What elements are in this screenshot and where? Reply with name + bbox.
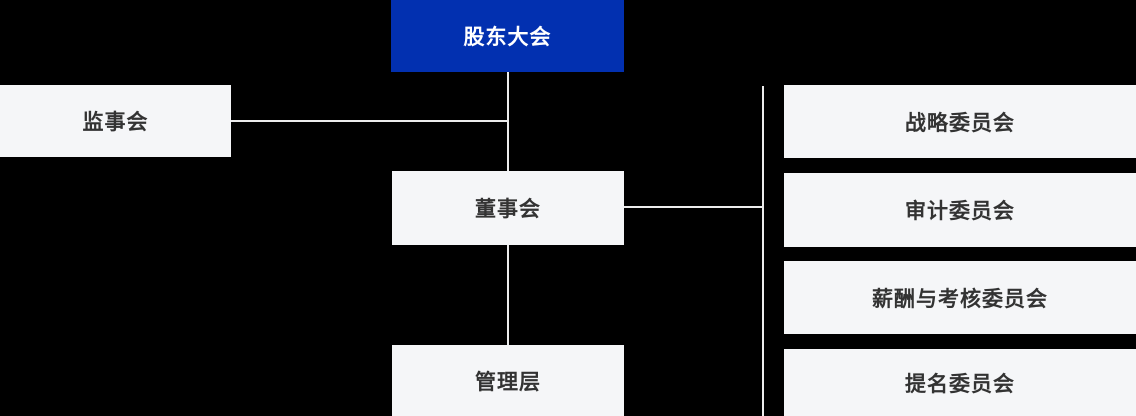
connector-committee-spine	[762, 86, 764, 416]
node-label: 董事会	[475, 198, 541, 221]
node-label: 战略委员会	[905, 111, 1015, 135]
node-label: 审计委员会	[905, 200, 1015, 223]
node-management: 管理层	[392, 345, 624, 416]
node-nomination-committee: 提名委员会	[784, 349, 1136, 416]
node-label: 薪酬与考核委员会	[872, 287, 1048, 311]
node-audit-committee: 审计委员会	[784, 173, 1136, 247]
connector-root-to-board	[507, 72, 509, 171]
node-remuneration-assessment-committee: 薪酬与考核委员会	[784, 261, 1136, 334]
connector-supervisory-to-spine	[231, 120, 508, 122]
node-board-of-directors: 董事会	[392, 171, 624, 245]
node-label: 管理层	[475, 370, 541, 394]
connector-board-to-committees	[624, 206, 763, 208]
node-label: 监事会	[82, 111, 149, 134]
node-label: 提名委员会	[905, 372, 1015, 396]
node-shareholders-meeting: 股东大会	[391, 0, 624, 72]
node-supervisory-board: 监事会	[0, 85, 231, 157]
node-strategy-committee: 战略委员会	[784, 85, 1136, 158]
connector-board-to-management	[507, 245, 509, 345]
node-label: 股东大会	[463, 26, 552, 49]
